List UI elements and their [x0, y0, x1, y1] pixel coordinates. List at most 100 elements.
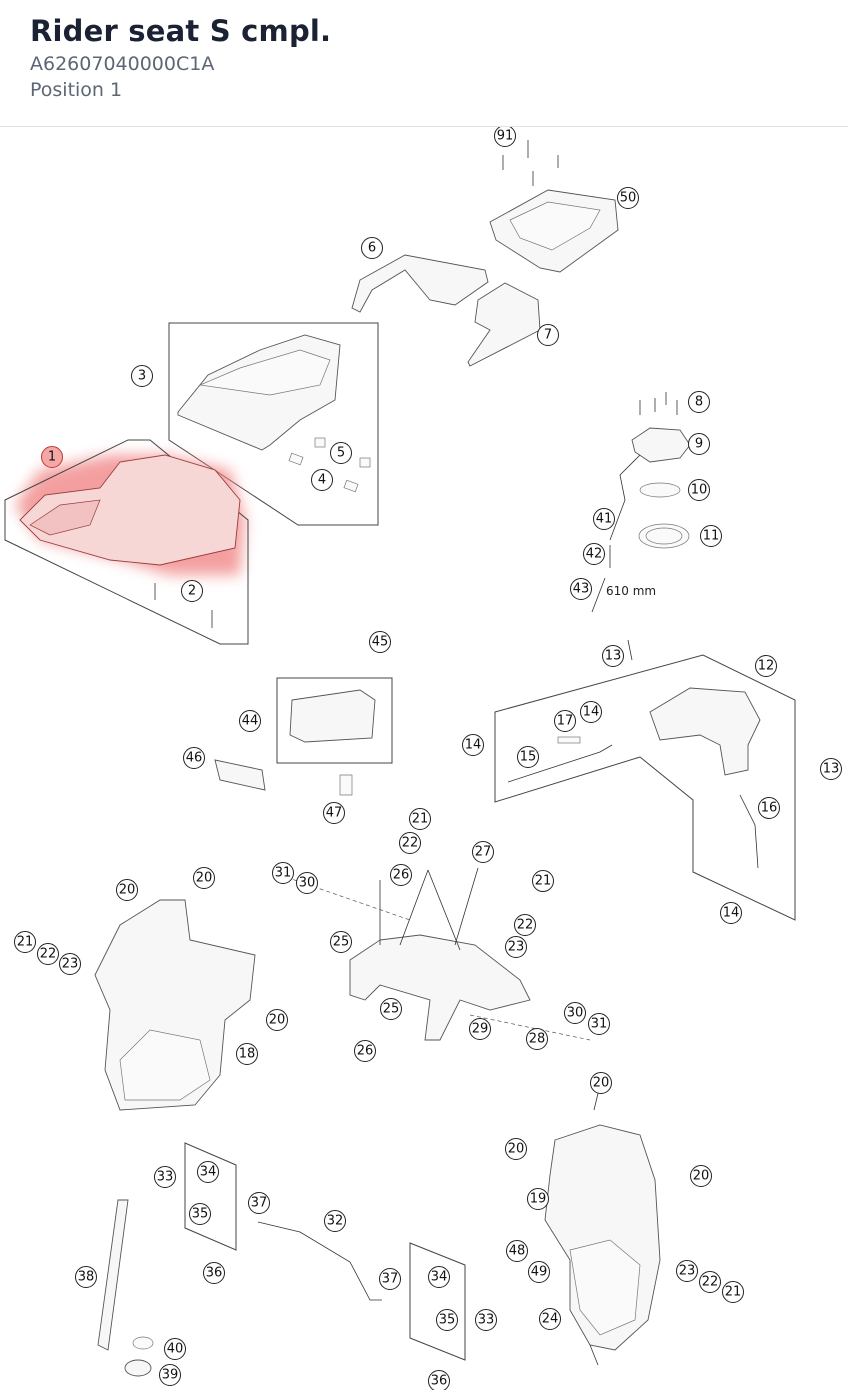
callout-31[interactable]: 31 [588, 1013, 610, 1035]
callout-17[interactable]: 17 [554, 710, 576, 732]
callout-38[interactable]: 38 [75, 1266, 97, 1288]
callout-37[interactable]: 37 [379, 1268, 401, 1290]
callout-19[interactable]: 19 [527, 1188, 549, 1210]
callout-6[interactable]: 6 [361, 237, 383, 259]
callout-22[interactable]: 22 [37, 943, 59, 965]
callout-18[interactable]: 18 [236, 1043, 258, 1065]
callout-1[interactable]: 1 [41, 446, 63, 468]
callout-circle [428, 1266, 450, 1288]
callout-9[interactable]: 9 [688, 433, 710, 455]
callout-20[interactable]: 20 [590, 1072, 612, 1094]
callout-36[interactable]: 36 [428, 1370, 450, 1390]
callout-circle [505, 1138, 527, 1160]
callout-3[interactable]: 3 [131, 365, 153, 387]
callout-8[interactable]: 8 [688, 391, 710, 413]
callout-26[interactable]: 26 [390, 864, 412, 886]
callout-label: 48 [509, 1244, 526, 1259]
callout-circle [494, 127, 516, 147]
callout-12[interactable]: 12 [755, 655, 777, 677]
callout-37[interactable]: 37 [248, 1192, 270, 1214]
callout-36[interactable]: 36 [203, 1262, 225, 1284]
callout-14[interactable]: 14 [580, 701, 602, 723]
callout-23[interactable]: 23 [505, 936, 527, 958]
callout-16[interactable]: 16 [758, 797, 780, 819]
callout-15[interactable]: 15 [517, 746, 539, 768]
callout-35[interactable]: 35 [436, 1309, 458, 1331]
callout-23[interactable]: 23 [59, 953, 81, 975]
callout-35[interactable]: 35 [189, 1203, 211, 1225]
callout-5[interactable]: 5 [330, 442, 352, 464]
callout-25[interactable]: 25 [380, 998, 402, 1020]
callout-14[interactable]: 14 [720, 902, 742, 924]
callout-23[interactable]: 23 [676, 1260, 698, 1282]
callout-4[interactable]: 4 [311, 469, 333, 491]
callout-circle [131, 365, 153, 387]
callout-27[interactable]: 27 [472, 841, 494, 863]
callout-22[interactable]: 22 [699, 1271, 721, 1293]
callout-label: 23 [62, 957, 79, 972]
callout-39[interactable]: 39 [159, 1364, 181, 1386]
callout-circle [164, 1338, 186, 1360]
callout-50[interactable]: 50 [617, 187, 639, 209]
callout-20[interactable]: 20 [193, 867, 215, 889]
callout-47[interactable]: 47 [323, 802, 345, 824]
callout-21[interactable]: 21 [14, 931, 36, 953]
callout-21[interactable]: 21 [722, 1281, 744, 1303]
callout-circle [514, 914, 536, 936]
callout-20[interactable]: 20 [505, 1138, 527, 1160]
callout-42[interactable]: 42 [583, 543, 605, 565]
callout-10[interactable]: 10 [688, 479, 710, 501]
callout-circle [583, 543, 605, 565]
callout-circle [239, 710, 261, 732]
callout-21[interactable]: 21 [532, 870, 554, 892]
callout-7[interactable]: 7 [537, 324, 559, 346]
callout-22[interactable]: 22 [399, 832, 421, 854]
callout-40[interactable]: 40 [164, 1338, 186, 1360]
callout-circle [323, 802, 345, 824]
callout-24[interactable]: 24 [539, 1308, 561, 1330]
callout-label: 3 [138, 369, 146, 384]
callout-13[interactable]: 13 [602, 645, 624, 667]
callout-26[interactable]: 26 [354, 1040, 376, 1062]
callout-29[interactable]: 29 [469, 1018, 491, 1040]
callout-46[interactable]: 46 [183, 747, 205, 769]
callout-41[interactable]: 41 [593, 508, 615, 530]
callout-25[interactable]: 25 [330, 931, 352, 953]
callout-20[interactable]: 20 [116, 879, 138, 901]
callout-49[interactable]: 49 [528, 1261, 550, 1283]
callout-30[interactable]: 30 [296, 872, 318, 894]
callout-circle [758, 797, 780, 819]
callout-34[interactable]: 34 [197, 1161, 219, 1183]
callout-28[interactable]: 28 [526, 1028, 548, 1050]
callout-32[interactable]: 32 [324, 1210, 346, 1232]
callout-34[interactable]: 34 [428, 1266, 450, 1288]
callout-91[interactable]: 91 [494, 127, 516, 147]
callout-48[interactable]: 48 [506, 1240, 528, 1262]
callout-45[interactable]: 45 [369, 631, 391, 653]
callout-20[interactable]: 20 [266, 1009, 288, 1031]
callout-circle [37, 943, 59, 965]
callout-22[interactable]: 22 [514, 914, 536, 936]
callout-43[interactable]: 43 [570, 578, 592, 600]
callout-21[interactable]: 21 [409, 808, 431, 830]
callout-label: 46 [186, 751, 203, 766]
callout-circle [197, 1161, 219, 1183]
callout-11[interactable]: 11 [700, 525, 722, 547]
callout-33[interactable]: 33 [475, 1309, 497, 1331]
callout-14[interactable]: 14 [462, 734, 484, 756]
callout-13[interactable]: 13 [820, 758, 842, 780]
callout-30[interactable]: 30 [564, 1002, 586, 1024]
callout-31[interactable]: 31 [272, 862, 294, 884]
callout-20[interactable]: 20 [690, 1165, 712, 1187]
callout-44[interactable]: 44 [239, 710, 261, 732]
callout-circle [75, 1266, 97, 1288]
grab-handle-left [351, 254, 489, 313]
callout-circle [593, 508, 615, 530]
callout-circle [720, 902, 742, 924]
callout-33[interactable]: 33 [154, 1166, 176, 1188]
callout-label: 8 [695, 395, 703, 410]
callout-circle [755, 655, 777, 677]
callout-label: 37 [382, 1272, 399, 1287]
callout-label: 33 [157, 1170, 174, 1185]
callout-2[interactable]: 2 [181, 580, 203, 602]
